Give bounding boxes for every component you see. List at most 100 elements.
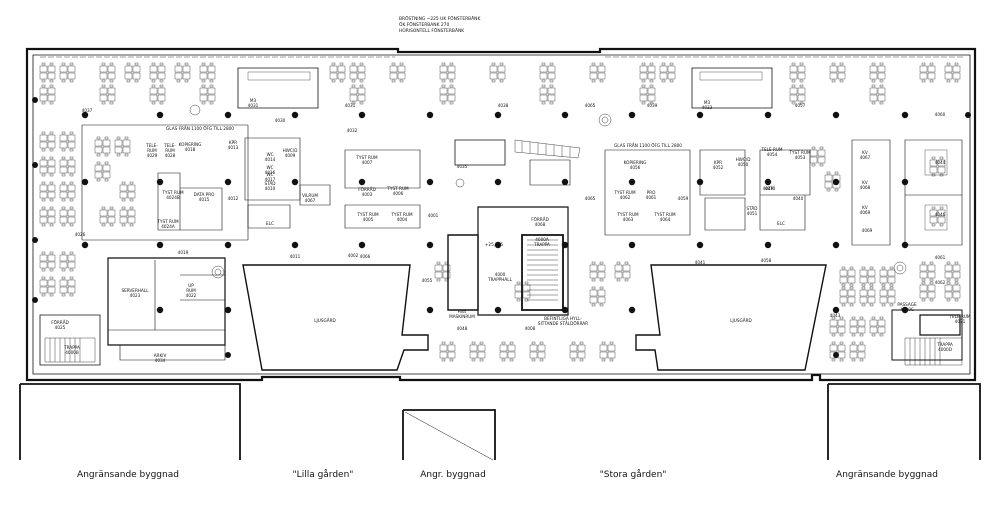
desk — [442, 271, 451, 279]
desk — [837, 326, 846, 334]
desk — [859, 333, 864, 337]
adjacent-building-left — [19, 383, 241, 460]
room-label: M3 4031 — [247, 98, 259, 108]
desk — [39, 254, 48, 262]
desk — [59, 134, 68, 142]
desk — [49, 156, 54, 160]
desk — [59, 141, 68, 149]
room-label: HWC/D 4009 — [282, 148, 298, 158]
desk — [59, 191, 68, 199]
desk — [539, 72, 548, 80]
desk — [176, 62, 181, 66]
desk — [67, 134, 76, 142]
desk — [879, 84, 884, 88]
desk — [531, 358, 536, 362]
desk — [47, 166, 56, 174]
desk — [819, 163, 824, 167]
stair-upper — [514, 139, 581, 159]
desk — [851, 341, 856, 345]
desk — [829, 72, 838, 80]
desk — [174, 72, 183, 80]
desk — [101, 84, 106, 88]
desk — [67, 216, 76, 224]
desk — [69, 276, 74, 280]
desk — [849, 286, 854, 290]
desk — [954, 79, 959, 83]
desk — [539, 341, 544, 345]
room-label: 4031 — [344, 103, 356, 108]
desk — [937, 209, 946, 217]
desk — [434, 271, 443, 279]
desk — [39, 166, 48, 174]
desk — [541, 62, 546, 66]
room-label: KPR 4052 — [712, 160, 724, 170]
desk — [124, 136, 129, 140]
desk — [869, 87, 878, 95]
desk — [849, 344, 858, 352]
desk — [649, 84, 654, 88]
desk — [524, 281, 529, 285]
desk — [859, 289, 868, 297]
desk — [49, 131, 54, 135]
desk — [841, 266, 846, 270]
desk — [67, 159, 76, 167]
desk — [59, 65, 68, 73]
desk — [207, 65, 216, 73]
desk — [41, 156, 46, 160]
desk — [41, 293, 46, 297]
desk — [159, 101, 164, 105]
desk — [49, 223, 54, 227]
desk — [659, 72, 668, 80]
desk — [41, 62, 46, 66]
desk — [649, 79, 654, 83]
desk — [614, 264, 623, 272]
desk — [569, 344, 578, 352]
desk — [129, 198, 134, 202]
desk — [661, 79, 666, 83]
desk — [499, 62, 504, 66]
desk — [881, 283, 886, 287]
desk — [49, 198, 54, 202]
desk — [61, 293, 66, 297]
desk — [47, 286, 56, 294]
desk — [799, 84, 804, 88]
desk — [599, 351, 608, 359]
desk — [61, 79, 66, 83]
room-label: 4070 — [764, 186, 776, 191]
desk — [339, 79, 344, 83]
desk — [869, 303, 874, 307]
desk — [791, 101, 796, 105]
desk — [797, 65, 806, 73]
room-label: TYST RUM 4063 — [617, 212, 639, 222]
desk — [927, 271, 936, 279]
room-label: TYST RUM 4024A — [157, 219, 179, 229]
label-angr-byggnad: Angr. byggnad — [420, 470, 486, 480]
room-label: FÖRRÅD 4003 — [358, 187, 376, 197]
desk — [47, 254, 56, 262]
desk — [921, 62, 926, 66]
desk — [839, 269, 848, 277]
desk — [939, 206, 944, 210]
desk — [359, 79, 364, 83]
desk — [927, 72, 936, 80]
desk — [159, 79, 164, 83]
desk — [67, 254, 76, 262]
desk — [182, 72, 191, 80]
desk — [109, 84, 114, 88]
desk — [591, 278, 596, 282]
desk — [919, 271, 928, 279]
desk — [132, 65, 141, 73]
desk — [817, 156, 826, 164]
desk — [887, 296, 896, 304]
desk — [39, 159, 48, 167]
desk — [59, 166, 68, 174]
desk — [877, 65, 886, 73]
desk — [929, 261, 934, 265]
desk — [359, 84, 364, 88]
desk — [589, 289, 598, 297]
desk — [869, 283, 874, 287]
desk — [109, 206, 114, 210]
room-label: UP RUM 4022 — [185, 283, 197, 298]
desk — [849, 351, 858, 359]
desk — [547, 87, 556, 95]
